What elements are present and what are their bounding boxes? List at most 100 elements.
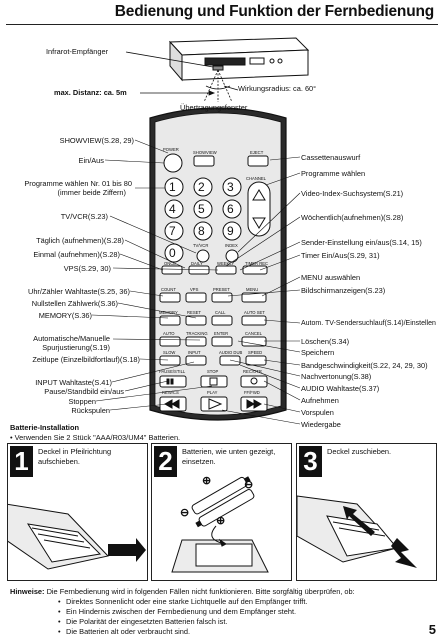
- label-channel: Programme wählen: [301, 169, 366, 178]
- vps-caption: VPS: [190, 287, 199, 292]
- label-weekly: Wöchentlich(aufnehmen)(S.28): [301, 213, 404, 222]
- tracking-caption: TRACKING: [186, 331, 208, 336]
- tvvcr-caption: TV/VCR: [193, 243, 209, 248]
- label-showview: SHOWVIEW(S.28, 29): [59, 136, 134, 145]
- battery-step-3: 3 Deckel zuschieben.: [296, 443, 437, 581]
- timer-rec-caption: TIMER REC: [245, 261, 269, 266]
- index-caption: INDEX: [225, 243, 238, 248]
- svg-text:⊖: ⊖: [244, 479, 253, 491]
- step-1-illustration: [8, 503, 146, 570]
- step-text-line-1: Deckel in Pfeilrichtung: [38, 447, 112, 456]
- input-caption: INPUT: [188, 350, 201, 355]
- page-title: Bedienung und Funktion der Fernbedienung: [114, 3, 434, 20]
- angle-label: Wirkungsradius: ca. 60°: [238, 84, 317, 93]
- digit-8[interactable]: 8: [198, 224, 205, 238]
- audio-dub-caption: AUDIO DUB: [219, 350, 243, 355]
- step-text-line-2: einsetzen.: [182, 456, 216, 466]
- label-play: Wiedergabe: [301, 420, 341, 429]
- title-rule: [6, 24, 438, 25]
- hint-intro: Hinweise: Die Fernbedienung wird in folg…: [10, 587, 355, 597]
- label-audio: AUDIO Wahltaste(S.37): [301, 384, 380, 393]
- digit-6[interactable]: 6: [227, 202, 234, 216]
- digit-5[interactable]: 5: [198, 202, 205, 216]
- hint-item: Ein Hindernis zwischen der Fernbedienung…: [58, 607, 307, 617]
- pause-still-caption: PAUSE/STILL: [159, 369, 186, 374]
- vcr-device: [168, 37, 310, 82]
- step-number: 2: [154, 446, 177, 477]
- step-number: 1: [10, 446, 33, 477]
- battery-title: Batterie-Installation: [10, 423, 79, 432]
- svg-text:⊖: ⊖: [180, 507, 189, 519]
- label-clock-counter: Uhr/Zähler Wahltaste(S.25, 36): [27, 287, 130, 296]
- label-pause: Pause/Standbild ein/aus: [44, 387, 124, 396]
- channel-rocker: [247, 181, 271, 237]
- auto-caption: AUTO: [163, 331, 175, 336]
- label-ff: Vorspulen: [301, 408, 334, 417]
- step-text: Batterien, wie unten gezeigt, einsetzen.: [182, 447, 275, 466]
- digit-7[interactable]: 7: [169, 224, 176, 238]
- label-autoset: Autom. TV-Sendersuchlauf(S.14)/Einstelle…: [301, 320, 436, 327]
- autoset-caption: AUTO SET: [244, 310, 265, 315]
- label-counter-reset: Nullstellen Zählwerk(S.36): [31, 299, 118, 308]
- enter-caption: ENTER: [214, 331, 229, 336]
- remote-top-buttons: [163, 153, 269, 173]
- hint-label: Hinweise:: [10, 587, 45, 596]
- step-text: Deckel in Pfeilrichtung aufschieben.: [38, 447, 111, 466]
- digit-9[interactable]: 9: [227, 224, 234, 238]
- count-caption: COUNT: [161, 287, 176, 292]
- step-text-line-1: Deckel zuschieben.: [327, 447, 392, 456]
- step-text-line-1: Batterien, wie unten gezeigt,: [182, 447, 276, 456]
- timer-buttons: [161, 265, 268, 275]
- label-tracking-2: Spurjustierung(S.19): [42, 343, 110, 352]
- label-once: Einmal (aufnehmen)(S.28): [33, 250, 120, 259]
- battery-step-1: 1 Deckel in Pfeilrichtung aufschieben.: [7, 443, 148, 581]
- digit-3[interactable]: 3: [227, 180, 234, 194]
- label-memory: MEMORY(S.36): [38, 311, 92, 320]
- rew-caption: REW/CS: [162, 390, 179, 395]
- label-menu: MENU auswählen: [301, 273, 361, 282]
- battery-step-2: 2 Batterien, wie unten gezeigt, einsetze…: [151, 443, 292, 581]
- label-cancel: Löschen(S.34): [301, 337, 350, 346]
- menu-caption: MENU: [246, 287, 259, 292]
- digit-1[interactable]: 1: [169, 180, 176, 194]
- number-pad: [164, 177, 242, 263]
- daily-caption: DAILY: [191, 261, 203, 266]
- reset-caption: RESET: [187, 310, 201, 315]
- call-caption: CALL: [215, 310, 226, 315]
- hint-item: Die Polarität der eingesetzten Batterien…: [58, 617, 307, 627]
- svg-text:⊕: ⊕: [202, 475, 211, 487]
- label-preset: Sender-Einstellung ein/aus(S.14, 15): [301, 238, 422, 247]
- label-power: Ein/Aus: [78, 156, 104, 165]
- digit-2[interactable]: 2: [198, 180, 205, 194]
- digit-0[interactable]: 0: [169, 246, 176, 260]
- stop-caption: STOP: [207, 369, 219, 374]
- hint-intro-text: Die Fernbedienung wird in folgenden Fäll…: [46, 587, 355, 596]
- label-prog-select: Programme wählen Nr. 01 bis 80: [24, 179, 132, 188]
- weekly-caption: WEEKLY: [217, 261, 235, 266]
- label-call: Bildschirmanzeigen(S.23): [301, 286, 386, 295]
- label-eject: Cassettenauswurf: [301, 153, 361, 162]
- transport-buttons: [159, 375, 268, 412]
- hint-list: Direktes Sonnenlicht oder eine starke Li…: [58, 597, 307, 637]
- slow-caption: SLOW: [163, 350, 176, 355]
- label-slow: Zeitlupe (Einzelbildfortlauf)(S.18): [32, 355, 140, 364]
- ir-receiver-label: Infrarot-Empfänger: [46, 47, 109, 56]
- memory-caption: MEMORY: [159, 310, 178, 315]
- showview-caption: SHOWVIEW: [193, 150, 217, 155]
- max-distance-label: max. Distanz: ca. 5m: [54, 88, 127, 97]
- window-label: Übertragungsfenster: [180, 103, 248, 112]
- hint-item: Die Batterien alt oder verbraucht sind.: [58, 627, 307, 637]
- page-number: 5: [428, 622, 436, 637]
- label-audio-dub: Nachvertonung(S.38): [301, 372, 372, 381]
- power-caption: POWER: [163, 147, 179, 152]
- svg-text:⊕: ⊕: [216, 515, 225, 527]
- label-index: Video-Index-Suchsystem(S.21): [301, 189, 404, 198]
- digit-4[interactable]: 4: [169, 202, 176, 216]
- label-enter: Speichern: [301, 348, 335, 357]
- cancel-caption: CANCEL: [245, 331, 262, 336]
- label-rewind: Rückspulen: [71, 406, 110, 415]
- leader-lines: [91, 139, 301, 425]
- label-timer: Timer Ein/Aus(S.29, 31): [301, 251, 380, 260]
- preset-caption: PRESET: [213, 287, 230, 292]
- play-caption: PLAY: [207, 390, 218, 395]
